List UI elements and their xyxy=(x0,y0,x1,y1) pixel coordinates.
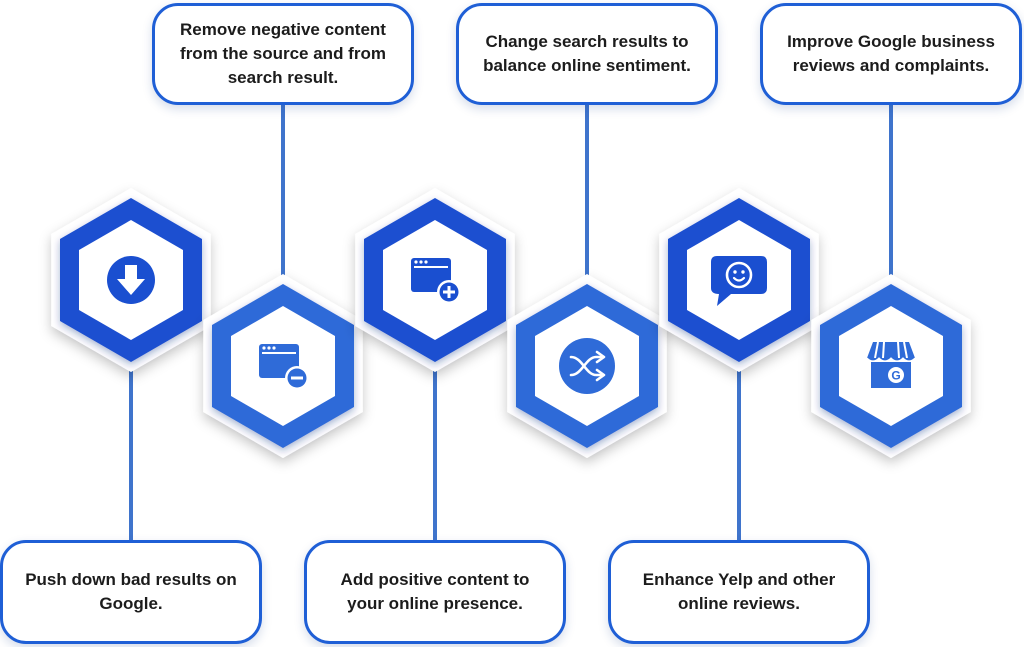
step-text-box-2: Remove negative content from the source … xyxy=(152,3,414,105)
step-hexagon-4 xyxy=(507,274,667,458)
shuffle-icon xyxy=(557,336,617,396)
step-text-box-4: Change search results to balance online … xyxy=(456,3,718,105)
step-text: Add positive content to your online pres… xyxy=(340,570,530,613)
hexagons xyxy=(51,188,971,458)
step-hexagon-3 xyxy=(355,188,515,372)
step-hexagon-5 xyxy=(659,188,819,372)
step-text-box-5: Enhance Yelp and other online reviews. xyxy=(608,540,870,644)
step-text: Change search results to balance online … xyxy=(483,32,691,75)
download-arrow-icon xyxy=(107,256,155,304)
step-text-box-6: Improve Google business reviews and comp… xyxy=(760,3,1022,105)
step-text: Enhance Yelp and other online reviews. xyxy=(642,570,836,613)
step-text: Remove negative content from the source … xyxy=(180,20,386,87)
step-hexagon-2 xyxy=(203,274,363,458)
step-text: Push down bad results on Google. xyxy=(25,570,237,613)
step-text: Improve Google business reviews and comp… xyxy=(787,32,995,75)
step-text-box-1: Push down bad results on Google. xyxy=(0,540,262,644)
step-hexagon-1 xyxy=(51,188,211,372)
step-hexagon-6 xyxy=(811,274,971,458)
step-text-box-3: Add positive content to your online pres… xyxy=(304,540,566,644)
google-business-store-icon xyxy=(866,341,916,389)
